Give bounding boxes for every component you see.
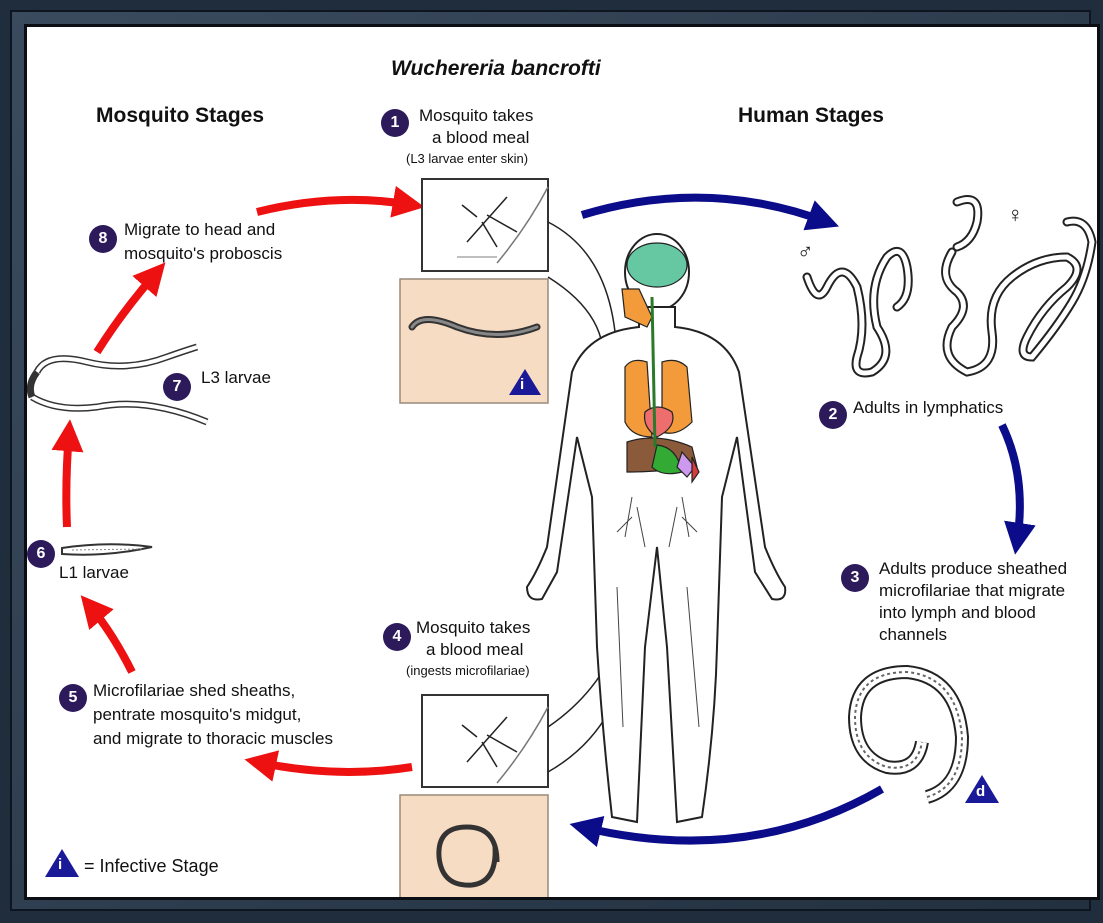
step-4-note: (ingests microfilariae) [406, 663, 530, 678]
arrow-2-to-3 [1002, 425, 1020, 542]
step-1-line2: a blood meal [432, 127, 529, 149]
legend-badge-letter: i [58, 856, 62, 873]
step-8-line1: Migrate to head and [124, 219, 275, 241]
step-7-badge: 7 [163, 373, 191, 401]
step-1-note: (L3 larvae enter skin) [406, 151, 528, 166]
l1-larva [62, 544, 152, 554]
step-4-badge: 4 [383, 623, 411, 651]
step-2-text: Adults in lymphatics [853, 397, 1003, 419]
step-3-line3: into lymph and blood [879, 602, 1036, 624]
arrow-8-to-1 [257, 200, 412, 212]
arrow-7-to-8 [97, 272, 157, 352]
step-7-text: L3 larvae [201, 367, 271, 389]
step-5-line2: pentrate mosquito's midgut, [93, 704, 301, 726]
step-5-line3: and migrate to thoracic muscles [93, 728, 333, 750]
legend-text: = Infective Stage [84, 856, 219, 877]
step-3-line2: microfilariae that migrate [879, 580, 1065, 602]
male-symbol: ♂ [797, 239, 814, 265]
step-2-badge: 2 [819, 401, 847, 429]
step-6-badge: 6 [27, 540, 55, 568]
step-3-line4: channels [879, 624, 947, 646]
step-5-line1: Microfilariae shed sheaths, [93, 680, 295, 702]
diagnostic-badge-letter: d [976, 783, 985, 800]
step-1-badge: 1 [381, 109, 409, 137]
step-3-badge: 3 [841, 564, 869, 592]
diagram-graphics [27, 27, 1097, 897]
arrow-5-to-6 [89, 605, 132, 672]
step-5-badge: 5 [59, 684, 87, 712]
step-6-text: L1 larvae [59, 562, 129, 584]
diagram-panel: Wuchereria bancrofti Mosquito Stages Hum… [24, 24, 1100, 900]
arrow-4-to-5 [257, 762, 412, 772]
adult-worms [807, 200, 1092, 374]
microfilaria-box-4 [400, 795, 548, 897]
arrow-6-to-7 [66, 432, 69, 527]
infective-badge-letter: i [520, 376, 524, 393]
step-8-badge: 8 [89, 225, 117, 253]
female-symbol: ♀ [1007, 202, 1024, 228]
step-4-line1: Mosquito takes [416, 617, 530, 639]
arrow-1-to-2 [582, 198, 827, 222]
step-1-line1: Mosquito takes [419, 105, 533, 127]
step-8-line2: mosquito's proboscis [124, 243, 282, 265]
human-body [527, 234, 785, 822]
step-4-line2: a blood meal [426, 639, 523, 661]
step-3-line1: Adults produce sheathed [879, 558, 1067, 580]
sheathed-microfilaria [855, 672, 962, 797]
